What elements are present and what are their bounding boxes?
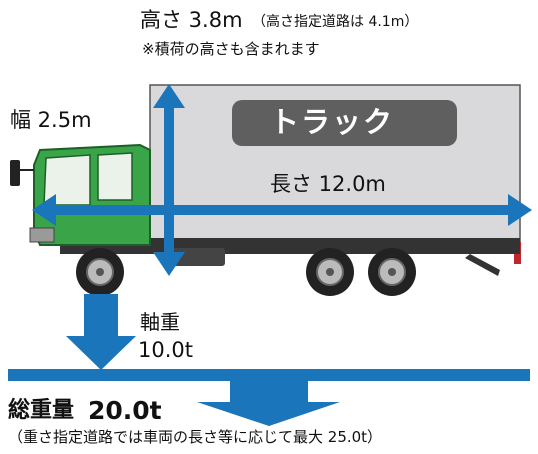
side-mirror xyxy=(10,160,20,186)
gross-weight-arrow xyxy=(197,381,340,426)
height-arrow xyxy=(153,84,185,276)
rear-bumper xyxy=(465,254,500,276)
gross-label: 総重量 xyxy=(8,398,75,423)
gross-note: （重さ指定道路では車両の長さ等に応じて最大 25.0t） xyxy=(8,428,383,446)
length-label: 長さ 12.0m xyxy=(270,172,386,196)
axle-value: 10.0t xyxy=(138,338,193,362)
cargo-note: ※積荷の高さも含まれます xyxy=(142,40,320,58)
gross-value: 20.0t xyxy=(88,396,162,425)
height-label: 高さ 3.8m xyxy=(140,8,243,32)
rear-wheel-1 xyxy=(306,248,354,296)
truck-badge: トラック xyxy=(270,105,395,139)
truck-badge-bg xyxy=(232,100,457,146)
height-note: （高さ指定道路は 4.1m） xyxy=(252,14,419,30)
axle-weight-arrow xyxy=(66,294,136,370)
width-label: 幅 2.5m xyxy=(10,108,92,132)
ground-bar xyxy=(8,369,530,381)
rear-wheel-2 xyxy=(368,248,416,296)
length-arrow xyxy=(32,194,532,226)
front-wheel xyxy=(76,248,124,296)
axle-label: 軸重 xyxy=(140,310,180,334)
front-bumper xyxy=(29,227,55,243)
cab-side-window xyxy=(97,152,133,201)
